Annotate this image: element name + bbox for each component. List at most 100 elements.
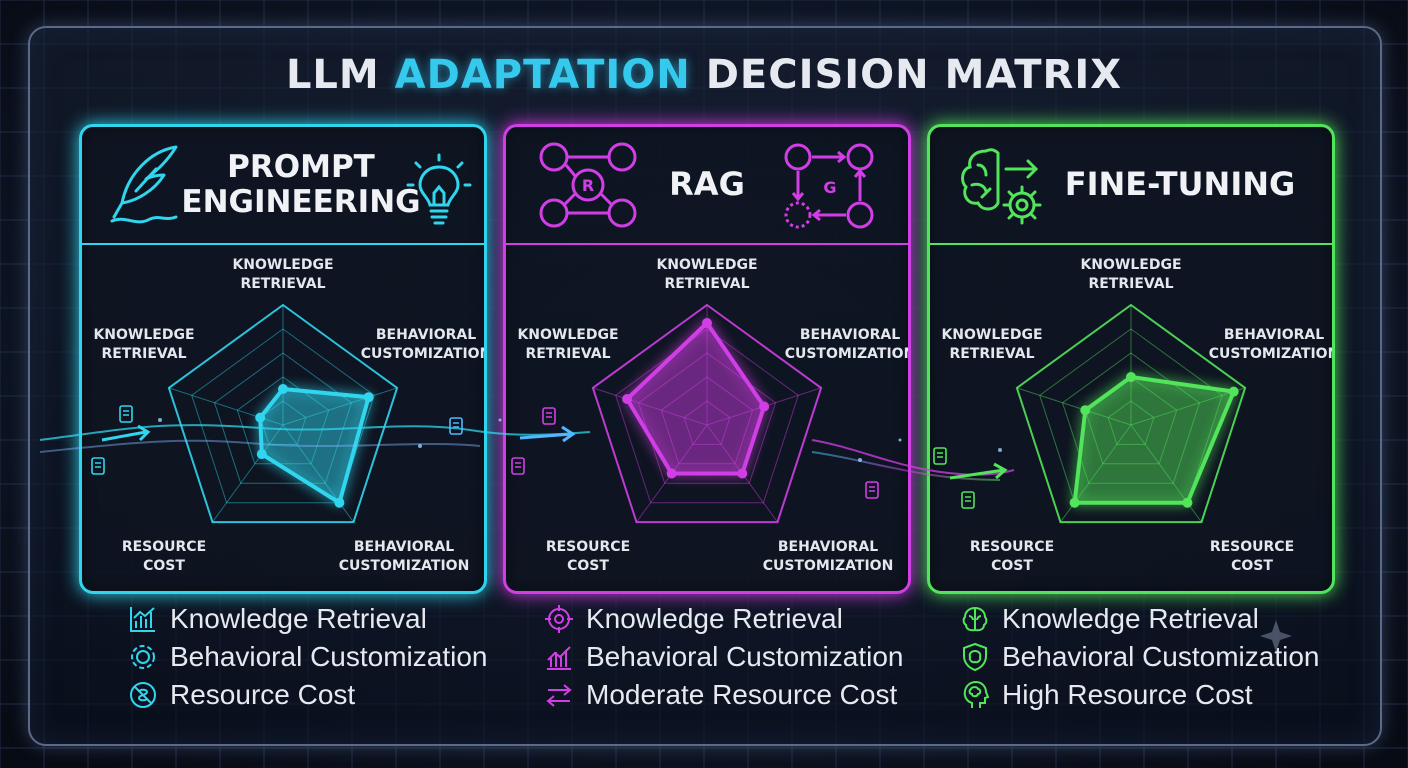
legend-item: Behavioral Customization: [960, 638, 1360, 676]
legend-label: High Resource Cost: [1002, 679, 1253, 710]
radar-point: [1182, 497, 1193, 508]
radar-point: [1126, 372, 1136, 382]
radar-point: [363, 392, 374, 403]
radar-ring: [615, 328, 799, 504]
legend-prompt-engineering: Knowledge Retrieval Behavioral Customiza…: [128, 600, 528, 714]
legend-item: Knowledge Retrieval: [128, 600, 528, 638]
trend-chart-icon: [547, 646, 571, 670]
radar-ring: [591, 303, 823, 524]
radar-point: [255, 412, 266, 423]
radar-spoke: [212, 424, 284, 523]
panel-header: FINE-TUNING: [930, 127, 1332, 245]
radar-ring: [167, 303, 399, 524]
radar-ring: [637, 352, 777, 484]
legend-item: Knowledge Retrieval: [544, 600, 944, 638]
legend-label: Knowledge Retrieval: [1002, 603, 1259, 634]
brain-gear-icon: [961, 148, 1042, 225]
retrieval-network-icon: R: [539, 142, 637, 228]
target-icon: [545, 605, 573, 633]
panel-title-line1: FINE-TUNING: [1064, 165, 1296, 204]
panel-title-line1: PROMPT: [227, 149, 375, 186]
radar-ring: [660, 376, 754, 465]
radar-point: [759, 401, 770, 412]
legend-label: Behavioral Customization: [586, 641, 904, 672]
radar-ring: [683, 400, 731, 445]
shield-brain-icon: [963, 642, 987, 672]
radar-spoke: [1130, 387, 1246, 426]
legend-label: Knowledge Retrieval: [586, 603, 843, 634]
radar-ring: [1107, 400, 1155, 445]
title-part2: DECISION MATRIX: [705, 52, 1123, 98]
no-cost-icon: [130, 682, 156, 708]
radar-point: [737, 468, 748, 479]
gear-icon: [131, 645, 155, 669]
title-accent: ADAPTATION: [394, 52, 691, 98]
radar-ring: [191, 328, 375, 504]
radar-point: [1080, 405, 1091, 416]
radar-spoke: [282, 387, 398, 426]
page-title: LLM ADAPTATION DECISION MATRIX: [0, 52, 1408, 98]
lightbulb-icon: [406, 153, 472, 225]
legend-item: Moderate Resource Cost: [544, 676, 944, 714]
radar-value-polygon: [258, 386, 372, 506]
legend-label: Moderate Resource Cost: [586, 679, 898, 710]
radar-point: [334, 497, 345, 508]
legend-fine-tuning: Knowledge Retrieval Behavioral Customiza…: [960, 600, 1360, 714]
legend-rag: Knowledge Retrieval Behavioral Customiza…: [544, 600, 944, 714]
generation-cycle-icon: G: [784, 143, 874, 229]
head-brain-icon: [963, 680, 990, 708]
brain-icon: [962, 606, 988, 632]
legend-label: Behavioral Customization: [1002, 641, 1320, 672]
panel-header: PROMPT ENGINEERING: [82, 127, 484, 245]
legend-item: Behavioral Customization: [544, 638, 944, 676]
panel-title: PROMPT ENGINEERING: [181, 127, 421, 243]
panel-title-line1: RAG: [669, 165, 745, 204]
legend-label: Knowledge Retrieval: [170, 603, 427, 634]
radar-ring: [236, 376, 330, 465]
radar-point: [622, 394, 633, 404]
exchange-arrows-icon: [546, 684, 572, 707]
legend-item: Knowledge Retrieval: [960, 600, 1360, 638]
radar-point: [256, 449, 267, 460]
radar-point: [666, 468, 677, 479]
radar-point: [278, 384, 288, 394]
badge-r: R: [582, 176, 594, 195]
bar-chart-icon: [130, 607, 155, 632]
radar-spoke: [592, 387, 708, 426]
legend-item: Behavioral Customization: [128, 638, 528, 676]
radar-ring: [1015, 303, 1247, 524]
radar-ring: [1061, 352, 1201, 484]
panel-header: R RAG G: [506, 127, 908, 245]
radar-value-polygon: [1072, 374, 1237, 505]
legend-item: High Resource Cost: [960, 676, 1360, 714]
panel-title: RAG: [636, 127, 778, 243]
panel-title-line2: ENGINEERING: [181, 184, 421, 220]
title-part1: LLM: [285, 52, 380, 98]
legend-label: Behavioral Customization: [170, 641, 488, 672]
radar-value-polygon: [624, 319, 767, 476]
radar-point: [1069, 497, 1080, 508]
badge-g: G: [823, 178, 836, 197]
legend-label: Resource Cost: [170, 679, 356, 710]
radar-spoke: [1016, 387, 1132, 426]
